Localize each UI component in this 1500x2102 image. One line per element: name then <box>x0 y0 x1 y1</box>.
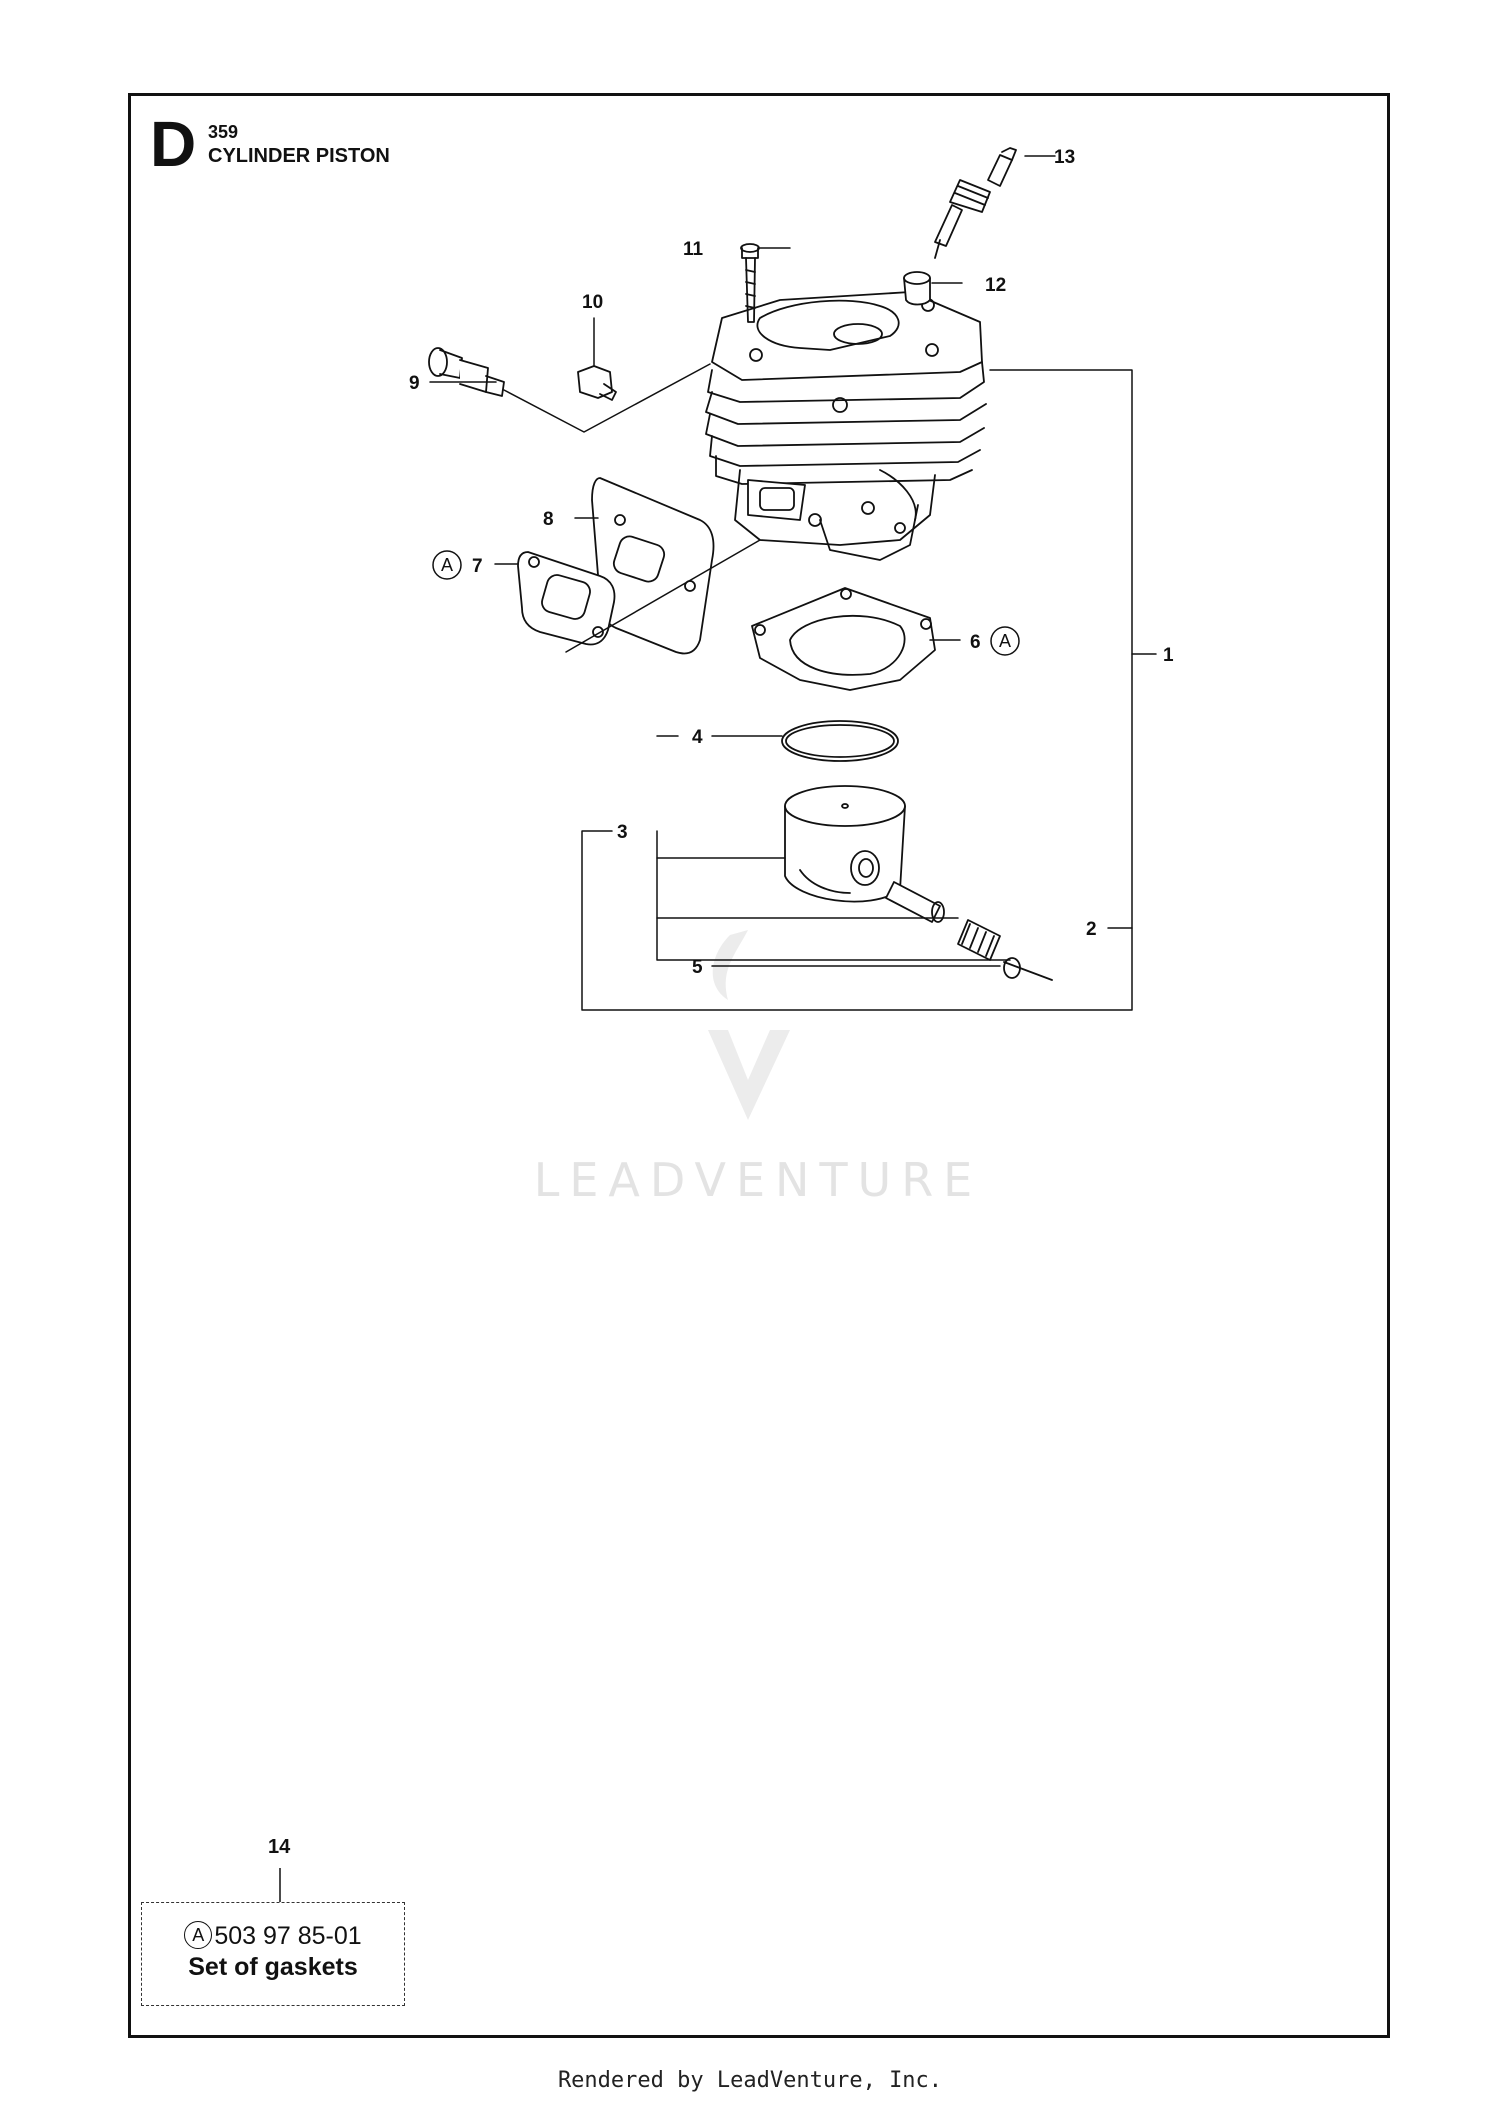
callout-4: 4 <box>692 727 703 748</box>
needle-bearing <box>957 919 1001 961</box>
callout-6: 6 <box>970 632 981 653</box>
callout-12: 12 <box>985 275 1006 296</box>
callout-7: 7 <box>472 556 483 577</box>
callout-1: 1 <box>1163 645 1174 666</box>
kit-description: Set of gaskets <box>188 1953 358 1981</box>
callout-2: 2 <box>1086 919 1097 940</box>
gasket-mark-7: A <box>432 550 462 580</box>
cylinder-bolt <box>740 243 760 323</box>
svg-text:A: A <box>999 631 1011 651</box>
cylinder <box>705 291 987 561</box>
heat-shield-plate <box>591 477 715 655</box>
leader-lines <box>429 155 1157 1011</box>
callout-10: 10 <box>582 292 603 313</box>
kit-part-number: 503 97 85-01 <box>214 1922 362 1950</box>
model-number: 359 <box>208 122 239 142</box>
piston <box>784 785 906 903</box>
gasket-mark-6: A <box>990 626 1020 656</box>
callout-14: 14 <box>268 1836 291 1858</box>
leadventure-watermark: LEADVENTURE <box>534 930 983 1207</box>
callout-5: 5 <box>692 957 703 978</box>
footer-credit: Rendered by LeadVenture, Inc. <box>557 2068 943 2093</box>
callout-11: 11 <box>683 239 704 260</box>
muffler-gasket <box>517 551 616 646</box>
threaded-plug <box>577 365 617 401</box>
piston-ring <box>781 720 899 762</box>
decompression-cap <box>903 271 931 306</box>
cylinder-base-gasket <box>751 587 936 691</box>
callout-8: 8 <box>543 509 554 530</box>
spark-plug <box>934 147 1017 259</box>
callout-9: 9 <box>409 373 420 394</box>
decompression-valve <box>428 347 505 397</box>
svg-text:A: A <box>441 555 453 575</box>
diagram-frame <box>128 93 1390 2038</box>
piston-pin <box>885 881 945 923</box>
callout-13: 13 <box>1054 147 1075 168</box>
section-letter: D <box>150 108 197 180</box>
kit-mark: A <box>184 1921 213 1949</box>
circlip <box>1003 957 1053 981</box>
diagram-title: CYLINDER PISTON <box>208 145 390 167</box>
callout-3: 3 <box>617 822 628 843</box>
watermark-text: LEADVENTURE <box>534 1153 983 1207</box>
